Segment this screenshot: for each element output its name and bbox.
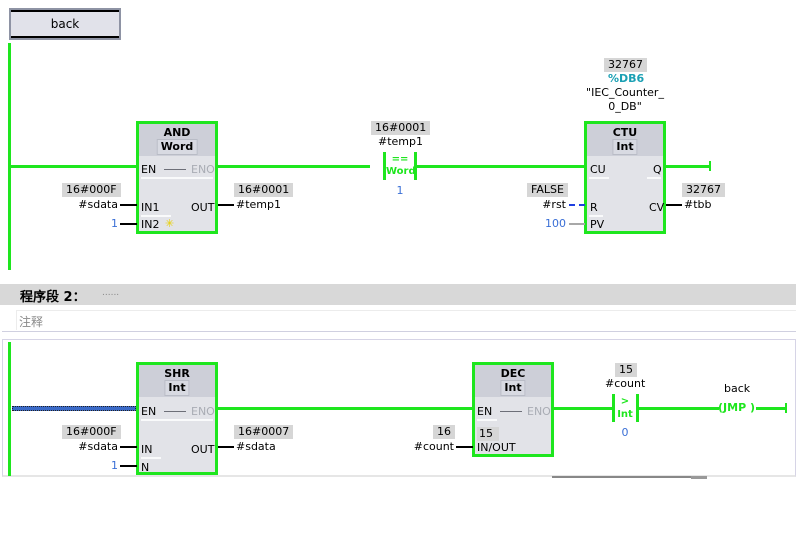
shr-block[interactable]: SHR Int EN ENO IN OUT N xyxy=(136,362,218,475)
ctu-cv-var[interactable]: #tbb xyxy=(684,198,712,211)
ctu-cv-value: 32767 xyxy=(682,183,725,197)
cmp2-contact-right[interactable] xyxy=(636,394,639,422)
pin-eno: ENO xyxy=(191,405,215,418)
pin-en: EN xyxy=(477,405,493,418)
dec-inout-var[interactable]: #count xyxy=(413,440,454,453)
and-in1-value: 16#000F xyxy=(62,183,121,197)
and-in1-var[interactable]: #sdata xyxy=(78,198,118,211)
network2-title-placeholder[interactable]: ...... xyxy=(102,288,120,298)
cmp1-contact-left[interactable] xyxy=(383,152,386,180)
dec-block-type[interactable]: Int xyxy=(500,380,526,396)
wire-and-to-contact xyxy=(218,165,370,168)
coil-right-paren: ) xyxy=(746,401,755,414)
cmp2-const[interactable]: 0 xyxy=(621,426,629,439)
shr-block-title: SHR xyxy=(164,367,190,380)
wire-shr-to-dec xyxy=(218,407,473,410)
cmp2-type: Int xyxy=(617,409,633,420)
ctu-r-value: FALSE xyxy=(527,183,568,197)
pin-cu: CU xyxy=(590,163,606,176)
jmp-coil[interactable]: (JMP ) xyxy=(718,401,755,414)
cmp1-const[interactable]: 1 xyxy=(396,184,404,197)
dec-inout-inside-value: 15 xyxy=(477,427,499,441)
and-in2-const[interactable]: 1 xyxy=(111,217,118,230)
pin-eno: ENO xyxy=(191,163,215,176)
separator xyxy=(2,331,796,332)
pin-q: Q xyxy=(653,163,662,176)
and-block-title: AND xyxy=(163,126,191,139)
power-rail-left xyxy=(8,43,11,270)
wire-q-out xyxy=(666,165,710,168)
cmp1-operator: == xyxy=(391,154,409,165)
wire-contact-to-ctu xyxy=(417,165,585,168)
jmp-coil-text: JMP xyxy=(723,401,747,414)
dec-inout-value: 16 xyxy=(433,425,455,439)
pin-eno: ENO xyxy=(527,405,551,418)
wire-jmp-out xyxy=(756,407,786,410)
shr-in-var[interactable]: #sdata xyxy=(78,440,118,453)
wire-end-mark xyxy=(709,161,711,171)
cmp2-value: 15 xyxy=(615,363,637,377)
and-block-type[interactable]: Word xyxy=(156,139,198,155)
back-button[interactable]: back xyxy=(9,8,121,40)
network2-header[interactable]: 程序段 2： ...... xyxy=(0,284,796,305)
pin-en: EN xyxy=(141,163,157,176)
shr-out-value: 16#0007 xyxy=(234,425,294,439)
pin-in1: IN1 xyxy=(141,201,160,214)
pin-en: EN xyxy=(141,405,157,418)
pin-out: OUT xyxy=(191,443,215,456)
ctu-block-type[interactable]: Int xyxy=(612,139,638,155)
wire-end-mark-2 xyxy=(785,403,787,413)
pin-n: N xyxy=(141,461,150,474)
ctu-db-name-line1[interactable]: "IEC_Counter_ xyxy=(586,86,664,99)
pin-in: IN xyxy=(141,443,153,456)
cmp1-var[interactable]: #temp1 xyxy=(378,135,423,148)
cmp2-var[interactable]: #count xyxy=(605,377,646,390)
pin-inout: IN/OUT xyxy=(477,441,516,454)
asterisk-icon[interactable]: ✳ xyxy=(165,217,175,230)
pin-cv: CV xyxy=(649,201,665,214)
dec-block-title: DEC xyxy=(500,367,526,380)
coil-left-paren: ( xyxy=(718,401,724,414)
selected-wire-rail-to-shr[interactable] xyxy=(12,406,136,411)
wire-contact-to-jmp xyxy=(639,407,719,410)
wire-r-dashed xyxy=(569,204,585,206)
ctu-instance-value: 32767 xyxy=(604,58,647,72)
cmp2-contact-left[interactable] xyxy=(612,394,615,422)
cmp1-value: 16#0001 xyxy=(371,121,431,135)
cmp1-type: Word xyxy=(386,166,416,177)
shr-in-value: 16#000F xyxy=(62,425,121,439)
network2-title: 程序段 2： xyxy=(20,290,86,305)
and-out-var[interactable]: #temp1 xyxy=(236,198,281,211)
power-rail-left-2 xyxy=(8,342,11,476)
ctu-pv-const[interactable]: 100 xyxy=(545,217,566,230)
cmp1-contact-right[interactable] xyxy=(414,152,417,180)
ctu-r-var[interactable]: #rst xyxy=(542,198,566,211)
dec-block[interactable]: DEC Int EN ENO 15 IN/OUT xyxy=(472,362,554,457)
cmp2-operator: > xyxy=(620,396,630,407)
horizontal-scrollbar[interactable] xyxy=(552,476,707,478)
network2-comment-text: 注释 xyxy=(19,315,44,329)
pin-in2: IN2 xyxy=(141,218,160,231)
shr-out-var[interactable]: #sdata xyxy=(236,440,276,453)
pin-out: OUT xyxy=(191,201,215,214)
and-out-value: 16#0001 xyxy=(234,183,294,197)
pin-r: R xyxy=(590,201,598,214)
ctu-block[interactable]: CTU Int CU Q R CV PV xyxy=(584,121,666,234)
jmp-label[interactable]: back xyxy=(724,382,751,395)
pin-pv: PV xyxy=(590,218,605,231)
wire-rail-to-and xyxy=(8,165,137,168)
scrollbar-thumb[interactable] xyxy=(691,476,707,479)
shr-block-type[interactable]: Int xyxy=(164,380,190,396)
ctu-db-address: %DB6 xyxy=(608,72,645,85)
ctu-block-title: CTU xyxy=(612,126,638,139)
wire-dec-to-contact xyxy=(554,407,612,410)
network2-comment-field[interactable]: 注释 xyxy=(16,310,796,330)
ctu-db-name-line2[interactable]: 0_DB" xyxy=(608,100,642,113)
and-block[interactable]: AND Word EN ENO IN1 OUT IN2 ✳ xyxy=(136,121,218,234)
shr-n-const[interactable]: 1 xyxy=(111,459,118,472)
